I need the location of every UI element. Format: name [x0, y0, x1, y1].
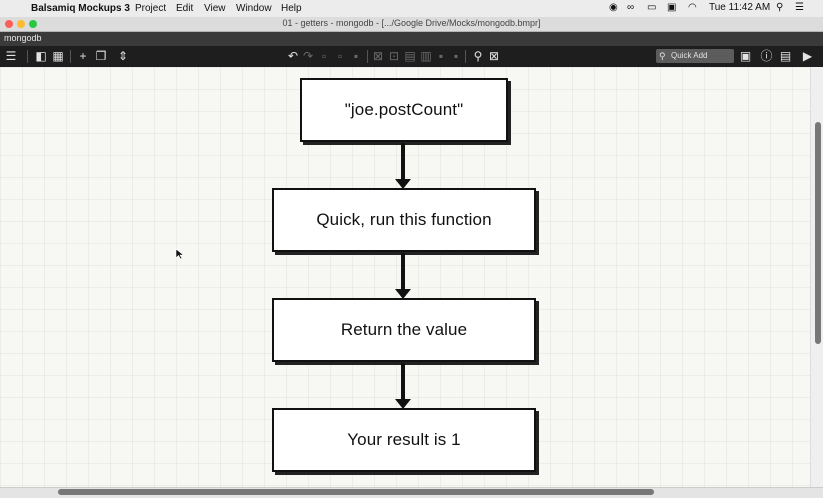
unlock-icon[interactable]: ▪ [453, 49, 459, 63]
vertical-scrollbar-thumb[interactable] [815, 122, 821, 344]
maximize-window-button[interactable] [29, 20, 37, 28]
menu-edit[interactable]: Edit [176, 3, 194, 14]
flow-step-label: "joe.postCount" [344, 100, 464, 119]
reorder-icon[interactable]: ⇕ [117, 49, 129, 63]
presentation-icon[interactable]: ▣ [739, 49, 752, 63]
window-title-bar: 01 - getters - mongodb - [.../Google Dri… [0, 17, 823, 32]
send-backward-icon[interactable]: ▥ [420, 49, 432, 63]
flow-arrow [401, 363, 405, 399]
system-menu-bar: Balsamiq Mockups 3 Project Edit View Win… [0, 0, 823, 18]
add-icon[interactable]: + [79, 49, 87, 63]
flow-step-box[interactable]: Your result is 1 [272, 408, 536, 472]
toolbar-separator [465, 50, 466, 63]
arrow-head [395, 179, 411, 189]
toolbar-separator [27, 50, 28, 63]
mockup-canvas[interactable]: "joe.postCount" Quick, run this function… [0, 67, 810, 487]
wifi-icon[interactable]: ◠ [688, 2, 697, 13]
window-title: 01 - getters - mongodb - [.../Google Dri… [282, 18, 541, 28]
bring-forward-icon[interactable]: ▤ [404, 49, 416, 63]
toolbar-separator [367, 50, 368, 63]
flow-step-label: Return the value [340, 320, 468, 339]
copy-icon[interactable]: ▫ [337, 49, 343, 63]
paste-icon[interactable]: ▪ [353, 49, 359, 63]
quick-add-input[interactable]: ⚲ Quick Add [656, 49, 734, 63]
clock-label[interactable]: Tue 11:42 AM [709, 2, 771, 13]
glasses-icon[interactable]: ∞ [627, 2, 635, 13]
full-screen-icon[interactable]: ▶ [802, 49, 813, 63]
horizontal-scrollbar-thumb[interactable] [58, 489, 654, 495]
cut-icon[interactable]: ▫ [321, 49, 327, 63]
document-tab-bar: mongodb [0, 32, 823, 46]
menu-view[interactable]: View [204, 3, 226, 14]
minimize-window-button[interactable] [17, 20, 25, 28]
ungroup-icon[interactable]: ⊡ [388, 49, 400, 63]
undo-icon[interactable]: ↶ [287, 49, 299, 63]
tab-mongodb[interactable]: mongodb [4, 33, 42, 43]
airplay-icon[interactable]: ▭ [647, 2, 657, 13]
arrow-head [395, 289, 411, 299]
menu-app-name[interactable]: Balsamiq Mockups 3 [31, 3, 130, 14]
quick-add-placeholder: Quick Add [671, 51, 708, 60]
search-icon[interactable]: ⚲ [473, 49, 483, 63]
flow-step-label: Your result is 1 [347, 430, 461, 449]
grid-view-icon[interactable]: ▦ [52, 49, 64, 63]
notes-icon[interactable]: ▤ [779, 49, 792, 63]
redo-icon[interactable]: ↷ [302, 49, 314, 63]
toolbar: ☰ ◧ ▦ + ❐ ⇕ ↶ ↷ ▫ ▫ ▪ ⊠ ⊡ ▤ ▥ ▪ ▪ ⚲ ⊠ ⚲ … [0, 46, 823, 67]
battery-icon[interactable]: ▣ [667, 2, 677, 13]
menu-help[interactable]: Help [281, 3, 302, 14]
record-icon[interactable]: ◉ [609, 2, 618, 13]
group-icon[interactable]: ⊠ [372, 49, 384, 63]
flow-arrow [401, 143, 405, 179]
search-icon: ⚲ [659, 51, 666, 61]
flow-arrow [401, 253, 405, 289]
info-icon[interactable]: ⓘ [760, 49, 773, 63]
duplicate-icon[interactable]: ❐ [95, 49, 107, 63]
toggle-navigator-icon[interactable]: ◧ [35, 49, 47, 63]
flow-step-box[interactable]: Quick, run this function [272, 188, 536, 252]
clear-icon[interactable]: ⊠ [488, 49, 500, 63]
arrow-head [395, 399, 411, 409]
mouse-cursor-icon [175, 248, 185, 260]
flow-step-box[interactable]: "joe.postCount" [300, 78, 508, 142]
menu-project[interactable]: Project [135, 3, 167, 14]
toolbar-separator [70, 50, 71, 63]
close-window-button[interactable] [5, 20, 13, 28]
flow-step-label: Quick, run this function [316, 210, 492, 229]
menu-window[interactable]: Window [236, 3, 272, 14]
lock-icon[interactable]: ▪ [438, 49, 444, 63]
spotlight-search-icon[interactable]: ⚲ [776, 2, 784, 13]
notification-center-icon[interactable]: ☰ [795, 2, 804, 13]
flow-step-box[interactable]: Return the value [272, 298, 536, 362]
hamburger-menu-icon[interactable]: ☰ [5, 49, 17, 63]
